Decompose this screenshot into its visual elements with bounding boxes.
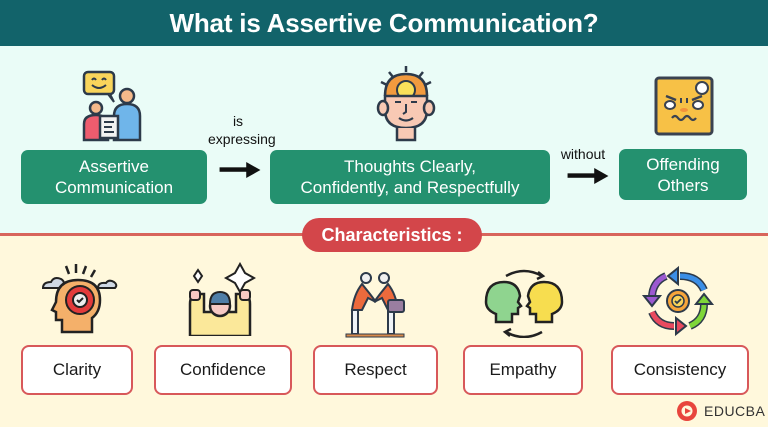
handshake-icon — [345, 272, 405, 338]
node-label-line2: Others — [657, 175, 709, 195]
connector-label-is-expressing: is expressing — [208, 112, 276, 148]
connector-line1: without — [560, 146, 606, 162]
connector-label-without: without — [552, 145, 614, 163]
characteristic-label: Consistency — [633, 360, 727, 379]
conversation-people-icon — [82, 70, 142, 142]
connector-line1: is — [232, 113, 244, 129]
characteristic-respect: Respect — [313, 345, 438, 395]
characteristic-label: Clarity — [52, 360, 102, 379]
characteristic-empathy: Empathy — [463, 345, 583, 395]
characteristic-confidence: Confidence — [154, 345, 292, 395]
characteristics-heading: Characteristics : — [302, 218, 482, 252]
thinking-head-lightbulb-icon — [376, 66, 436, 142]
node-label-line2: Confidently, and Respectfully — [300, 178, 520, 197]
characteristic-consistency: Consistency — [611, 345, 749, 395]
angry-face-icon — [654, 76, 714, 136]
brain-head-check-icon — [41, 264, 118, 334]
characteristic-label: Respect — [344, 360, 407, 379]
educba-logo-icon — [677, 401, 697, 421]
arrow-right-icon — [567, 168, 609, 184]
cheering-person-icon — [188, 262, 256, 336]
flow-node-offending-others: Offending Others — [619, 149, 747, 200]
arrow-right-icon — [219, 162, 261, 178]
page-title: What is Assertive Communication? — [0, 0, 768, 46]
characteristic-label: Confidence — [179, 360, 266, 379]
node-label-line1: Thoughts Clearly, — [344, 157, 476, 176]
connector-line2: expressing — [208, 131, 276, 147]
educba-logo: EDUCBA — [676, 400, 765, 422]
flow-node-thoughts: Thoughts Clearly, Confidently, and Respe… — [270, 150, 550, 204]
node-label-line2: Communication — [54, 178, 174, 197]
cycle-arrows-check-icon — [641, 265, 715, 337]
node-label-line1: Offending — [646, 154, 720, 174]
page-title-text: What is Assertive Communication? — [169, 7, 599, 38]
characteristic-label: Empathy — [489, 360, 557, 379]
characteristics-heading-text: Characteristics : — [321, 224, 463, 245]
flow-node-assertive-communication: Assertive Communication — [21, 150, 207, 204]
two-heads-exchange-icon — [484, 269, 564, 338]
characteristic-clarity: Clarity — [21, 345, 133, 395]
educba-logo-text: EDUCBA — [704, 403, 766, 419]
characteristics-section — [0, 236, 768, 427]
node-label-line1: Assertive — [79, 157, 149, 176]
